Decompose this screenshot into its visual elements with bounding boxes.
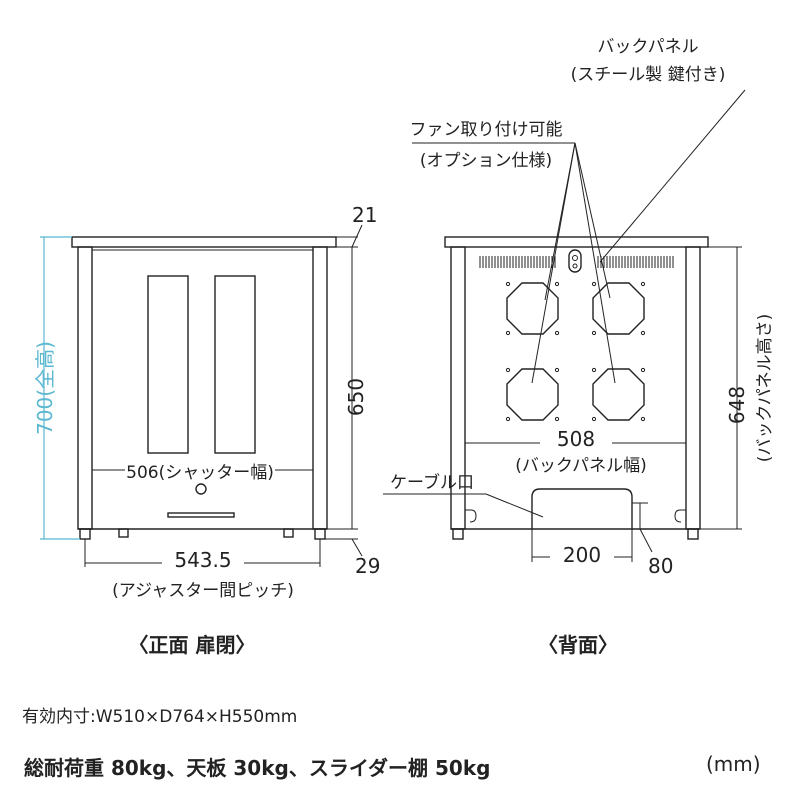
fan-mount-top-left: [505, 281, 560, 336]
front-mid-right-foot: [283, 528, 294, 538]
fan-mount-bottom-left: [505, 367, 560, 422]
back-right-post: [685, 246, 701, 530]
back-panel-height-label: (バックパネル高さ): [755, 314, 775, 462]
unit-text: (mm): [706, 752, 761, 776]
back-panel-height: 648: [725, 386, 749, 424]
fan-leader-3: [531, 142, 576, 384]
fan-mount-top-right: [591, 281, 646, 336]
front-view: 21 650 29 700(全高) 506(シャッター幅) 543.5 (アジャ…: [33, 203, 380, 657]
inner-dimensions-text: 有効内寸:W510×D764×H550mm: [22, 707, 298, 727]
back-right-vent: [597, 256, 674, 268]
fan-label: ファン取り付け可能: [410, 120, 563, 140]
front-bottom-leader: [351, 538, 363, 557]
front-top-leader: [351, 224, 363, 248]
back-panel-material-label: (スチール製 鍵付き): [571, 65, 726, 85]
front-mid-left-foot: [118, 528, 129, 538]
front-dim-bottom: 29: [355, 554, 380, 578]
back-right-hook: [674, 509, 686, 523]
front-caption: 〈正面 扉閉〉: [129, 633, 256, 657]
front-handle: [167, 512, 235, 518]
cable-port-height: 80: [648, 554, 673, 578]
front-left-foot: [79, 528, 91, 540]
cable-port: [531, 488, 633, 529]
front-adjuster-pitch: 543.5: [174, 548, 231, 572]
front-shutter-width: 506(シャッター幅): [126, 463, 274, 483]
fan-option-label: (オプション仕様): [420, 151, 552, 171]
front-right-window: [214, 275, 256, 454]
cable-port-width: 200: [563, 543, 601, 567]
front-dim-top: 21: [352, 203, 377, 227]
cable-port-height-leader: [639, 528, 653, 553]
back-left-hook: [465, 509, 477, 523]
back-caption: 〈背面〉: [538, 633, 618, 657]
back-panel-leader: [599, 89, 746, 263]
front-right-post: [312, 246, 328, 530]
front-left-window: [147, 275, 189, 454]
front-adjuster-pitch-label: (アジャスター間ピッチ): [112, 581, 294, 601]
back-top-board: [444, 236, 709, 248]
cable-port-leader: [485, 493, 544, 518]
front-top-board: [71, 236, 337, 248]
front-lock-icon: [195, 483, 207, 495]
fan-leader-2: [574, 142, 611, 299]
cable-port-label: ケーブル口: [390, 472, 474, 493]
back-right-foot: [687, 528, 699, 540]
back-left-vent: [479, 256, 556, 268]
front-left-post: [77, 246, 93, 530]
back-view: バックパネル (スチール製 鍵付き) ファン取り付け可能 (オプション仕様) 5…: [383, 37, 775, 657]
back-panel-width-label: (バックパネル幅): [515, 456, 646, 476]
front-right-foot: [314, 528, 326, 540]
fan-leader-4: [574, 142, 616, 384]
back-panel-width: 508: [557, 427, 595, 451]
back-left-foot: [452, 528, 464, 540]
front-dim-total: 700(全高): [33, 341, 57, 435]
back-keyhole-icon: [568, 249, 582, 273]
fan-mount-bottom-right: [591, 367, 646, 422]
front-dim-height: 650: [344, 378, 368, 416]
load-capacity-text: 総耐荷重 80kg、天板 30kg、スライダー棚 50kg: [24, 756, 491, 780]
back-panel-label: バックパネル: [597, 37, 698, 57]
